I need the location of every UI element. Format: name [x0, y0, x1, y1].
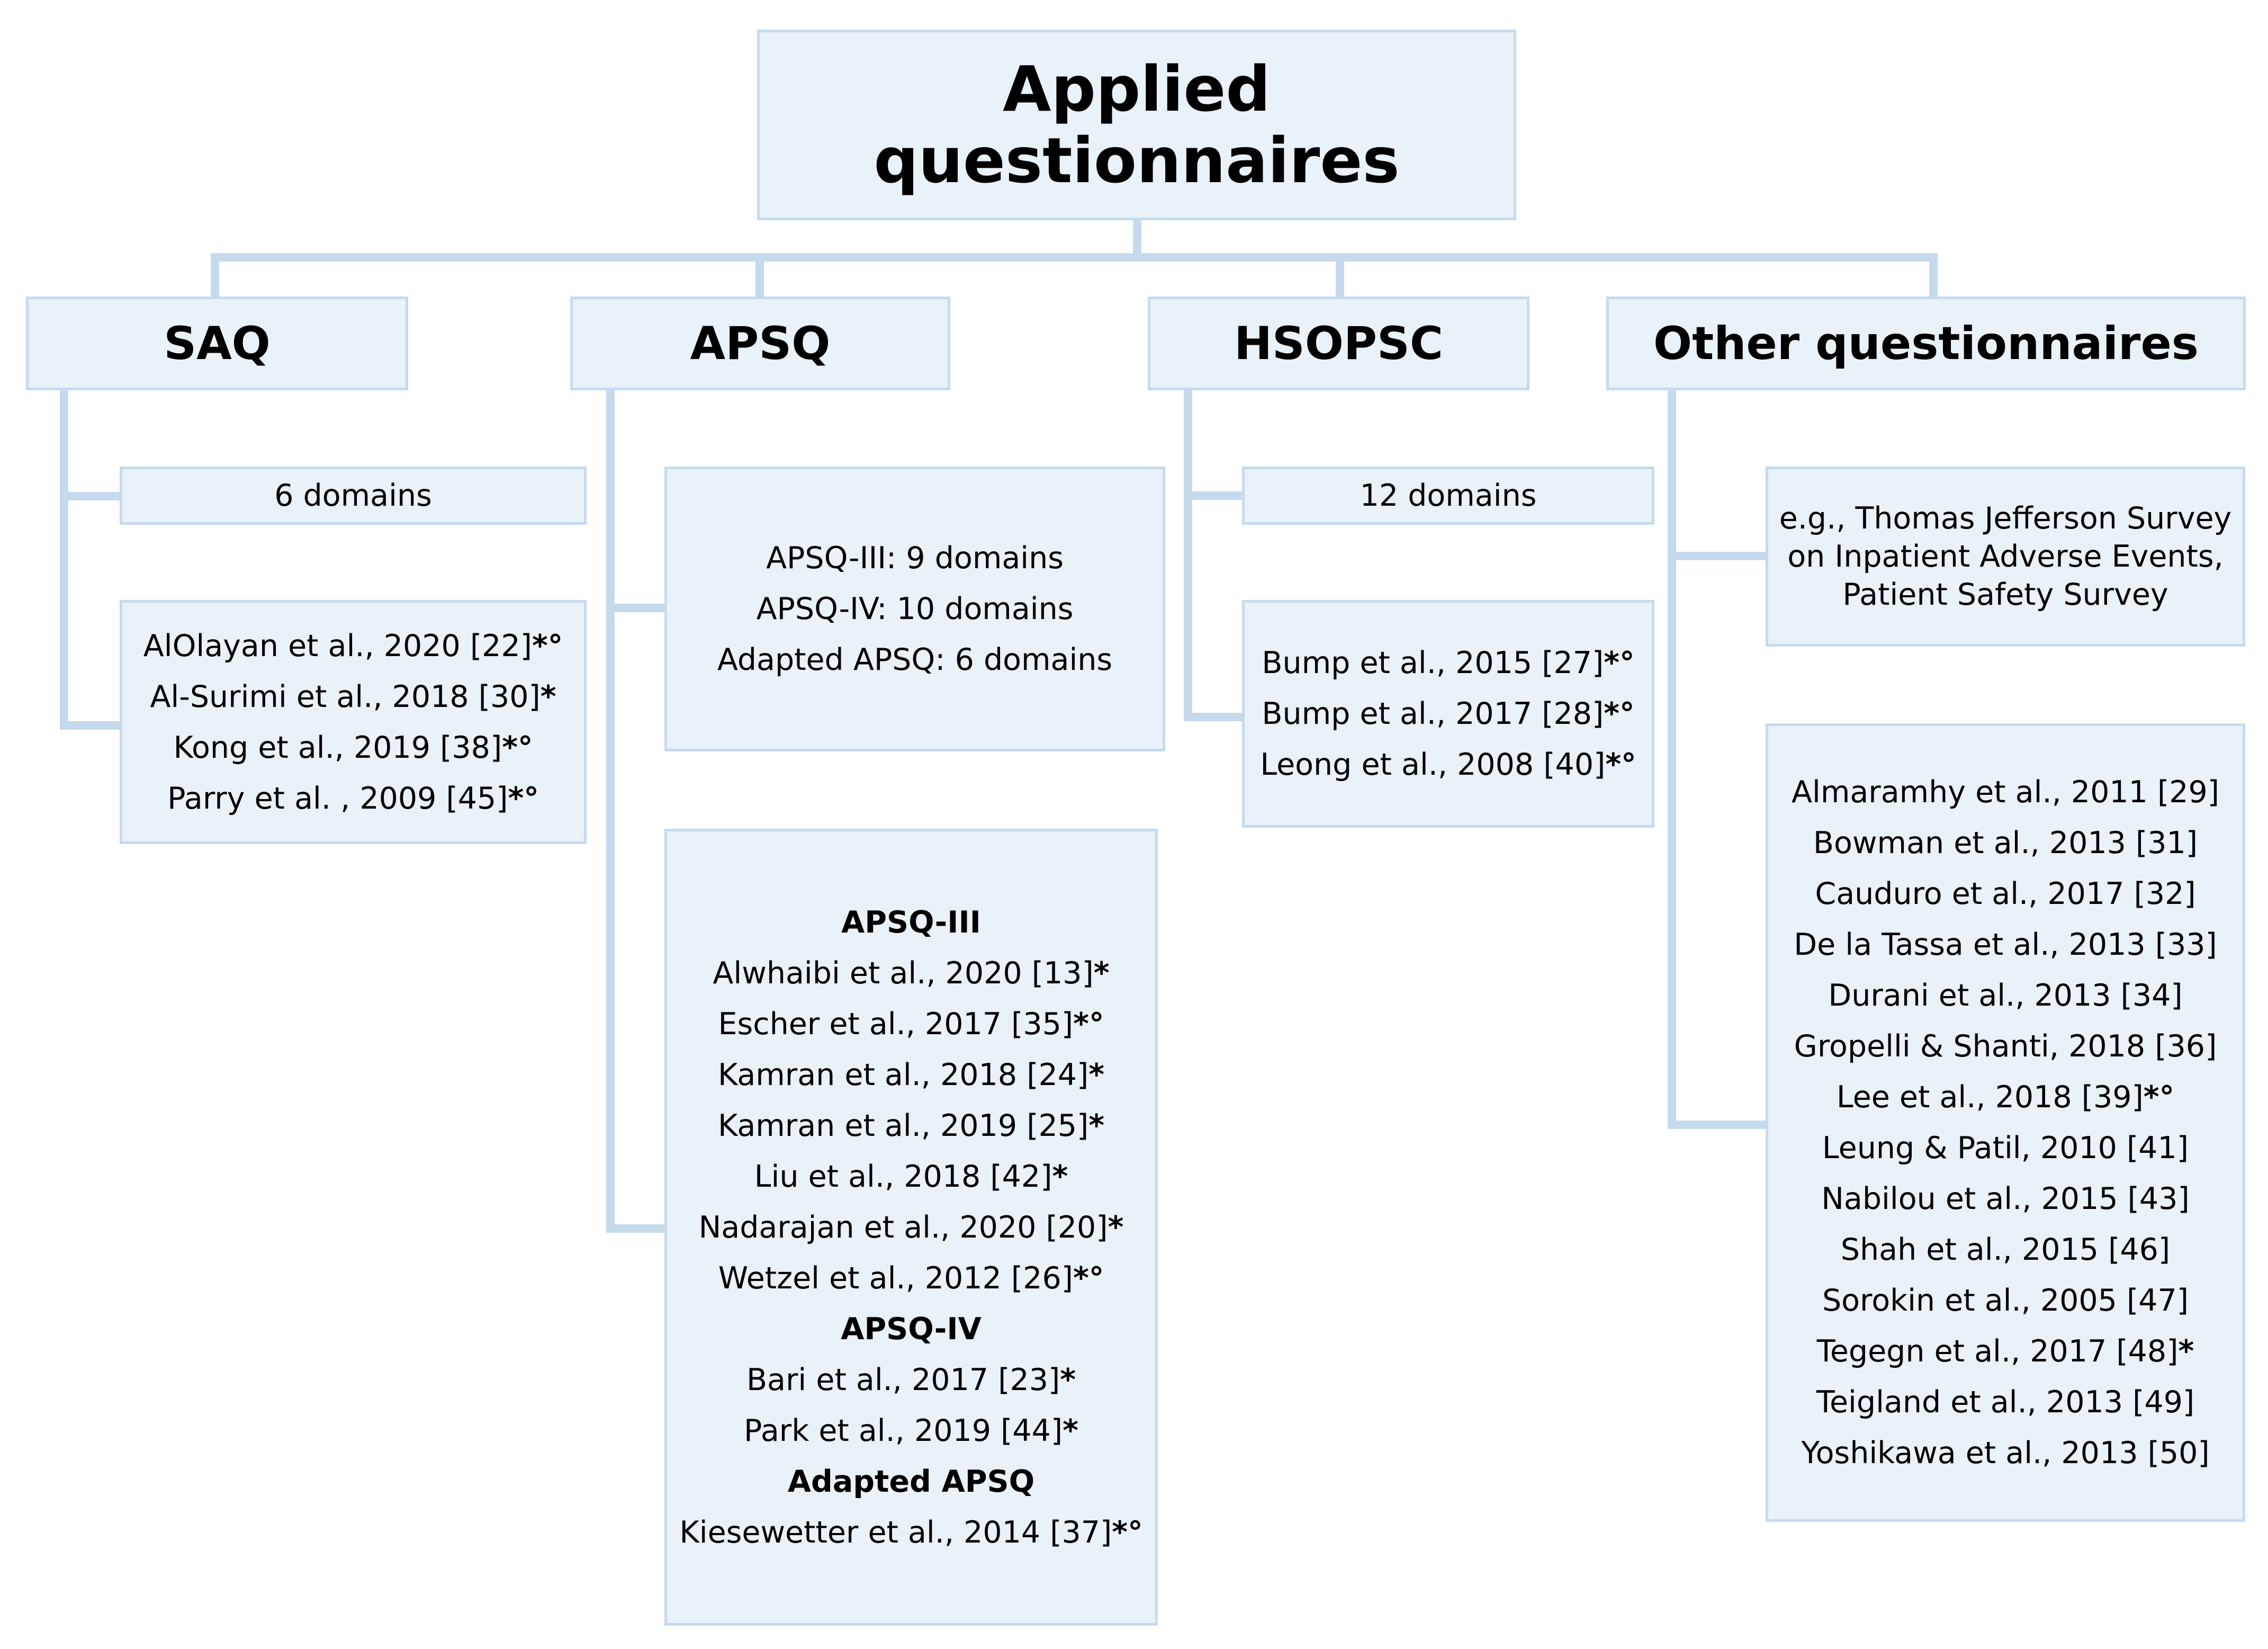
- connector-other-drop: [1929, 253, 1938, 300]
- connector-saq-trunk: [60, 387, 68, 730]
- other-ref-item: Shah et al., 2015 [46]: [1840, 1232, 2171, 1267]
- hsopsc-ref-item: Bump et al., 2015 [27]*°: [1262, 646, 1635, 680]
- other-ref-item: Tegegn et al., 2017 [48]*: [1816, 1334, 2194, 1369]
- apsq-ref-item: Liu et al., 2018 [42]*: [754, 1159, 1068, 1194]
- apsq-domains-line: Adapted APSQ: 6 domains: [717, 642, 1113, 677]
- connector-hsopsc-domains: [1184, 491, 1245, 500]
- hsopsc-domains-box: 12 domains: [1242, 467, 1654, 525]
- apsq-ref-item: Kamran et al., 2018 [24]*: [717, 1057, 1105, 1092]
- other-ref-item: Teigland et al., 2013 [49]: [1816, 1385, 2195, 1420]
- header-other-questionnaires: Other questionnaires: [1606, 297, 2246, 390]
- other-ref-item: Bowman et al., 2013 [31]: [1813, 826, 2198, 861]
- connector-other-refs: [1668, 1121, 1768, 1129]
- other-examples-line: on Inpatient Adverse Events,: [1787, 539, 2224, 574]
- hsopsc-references-box: Bump et al., 2015 [27]*° Bump et al., 20…: [1242, 600, 1654, 828]
- saq-ref-item: Parry et al. , 2009 [45]*°: [167, 781, 539, 816]
- other-ref-item: De la Tassa et al., 2013 [33]: [1794, 927, 2217, 962]
- header-apsq-label: APSQ: [690, 317, 831, 370]
- saq-ref-item: Kong et al., 2019 [38]*°: [173, 730, 533, 765]
- saq-references-box: AlOlayan et al., 2020 [22]*° Al-Surimi e…: [120, 600, 587, 844]
- apsq-domains-line: APSQ-III: 9 domains: [766, 541, 1064, 576]
- other-ref-item: Sorokin et al., 2005 [47]: [1822, 1283, 2189, 1318]
- connector-saq-refs: [60, 721, 122, 730]
- connector-apsq-drop: [755, 253, 764, 300]
- root-title-line1: Applied: [1003, 52, 1271, 126]
- apsq-group-title-adapted-apsq: Adapted APSQ: [787, 1464, 1035, 1499]
- connector-saq-domains: [60, 492, 122, 500]
- apsq-ref-item: Wetzel et al., 2012 [26]*°: [718, 1260, 1104, 1296]
- header-hsopsc: HSOPSC: [1148, 297, 1529, 390]
- saq-domains-text: 6 domains: [274, 478, 432, 513]
- apsq-ref-item: Alwhaibi et al., 2020 [13]*: [713, 955, 1110, 991]
- hsopsc-ref-item: Bump et al., 2017 [28]*°: [1262, 696, 1635, 731]
- root-node-applied-questionnaires: Applied questionnaires: [757, 30, 1516, 220]
- connector-apsq-trunk: [606, 387, 615, 1233]
- apsq-ref-item: Kiesewetter et al., 2014 [37]*°: [679, 1514, 1143, 1550]
- other-examples-line: e.g., Thomas Jefferson Survey: [1779, 501, 2232, 536]
- other-ref-item: Gropelli & Shanti, 2018 [36]: [1794, 1029, 2217, 1064]
- header-saq-label: SAQ: [164, 317, 271, 370]
- hsopsc-ref-item: Leong et al., 2008 [40]*°: [1260, 747, 1636, 782]
- apsq-references-box: APSQ-III Alwhaibi et al., 2020 [13]* Esc…: [664, 829, 1158, 1626]
- apsq-ref-item: Nadarajan et al., 2020 [20]*: [698, 1209, 1124, 1245]
- other-ref-item: Nabilou et al., 2015 [43]: [1821, 1181, 2190, 1216]
- connector-top-bar: [211, 253, 1938, 262]
- connector-hsopsc-refs: [1184, 713, 1245, 721]
- connector-other-examples: [1668, 552, 1768, 560]
- other-ref-item: Yoshikawa et al., 2013 [50]: [1801, 1436, 2210, 1471]
- other-examples-line: Patient Safety Survey: [1842, 577, 2168, 612]
- hsopsc-domains-text: 12 domains: [1360, 478, 1537, 513]
- saq-ref-item: AlOlayan et al., 2020 [22]*°: [143, 628, 563, 664]
- header-saq: SAQ: [26, 297, 408, 390]
- connector-saq-drop: [211, 253, 219, 300]
- apsq-group-title-apsq-iii: APSQ-III: [841, 904, 981, 940]
- other-examples-box: e.g., Thomas Jefferson Survey on Inpatie…: [1766, 467, 2245, 647]
- header-apsq: APSQ: [570, 297, 950, 390]
- apsq-ref-item: Escher et al., 2017 [35]*°: [718, 1006, 1104, 1042]
- apsq-ref-item: Park et al., 2019 [44]*: [744, 1413, 1078, 1448]
- connector-apsq-refs: [606, 1224, 667, 1233]
- connector-other-trunk: [1668, 387, 1676, 1129]
- other-ref-item: Cauduro et al., 2017 [32]: [1815, 876, 2196, 911]
- other-ref-item: Almaramhy et al., 2011 [29]: [1792, 775, 2219, 810]
- saq-domains-box: 6 domains: [120, 467, 587, 525]
- header-other-label: Other questionnaires: [1653, 317, 2199, 370]
- apsq-domains-box: APSQ-III: 9 domains APSQ-IV: 10 domains …: [664, 467, 1165, 751]
- connector-root-stem: [1133, 218, 1141, 259]
- connector-hsopsc-trunk: [1184, 387, 1192, 721]
- connector-apsq-domains: [606, 604, 667, 612]
- apsq-ref-item: Bari et al., 2017 [23]*: [746, 1362, 1076, 1397]
- other-ref-item: Lee et al., 2018 [39]*°: [1836, 1080, 2175, 1115]
- apsq-ref-item: Kamran et al., 2019 [25]*: [717, 1108, 1105, 1143]
- header-hsopsc-label: HSOPSC: [1234, 317, 1444, 370]
- apsq-group-title-apsq-iv: APSQ-IV: [841, 1311, 982, 1347]
- apsq-domains-line: APSQ-IV: 10 domains: [756, 592, 1074, 626]
- other-references-box: Almaramhy et al., 2011 [29] Bowman et al…: [1766, 723, 2245, 1522]
- saq-ref-item: Al-Surimi et al., 2018 [30]*: [150, 679, 556, 714]
- other-ref-item: Leung & Patil, 2010 [41]: [1822, 1131, 2189, 1166]
- other-ref-item: Durani et al., 2013 [34]: [1828, 978, 2183, 1013]
- root-title-line2: questionnaires: [874, 124, 1400, 197]
- connector-hsopsc-drop: [1336, 253, 1344, 300]
